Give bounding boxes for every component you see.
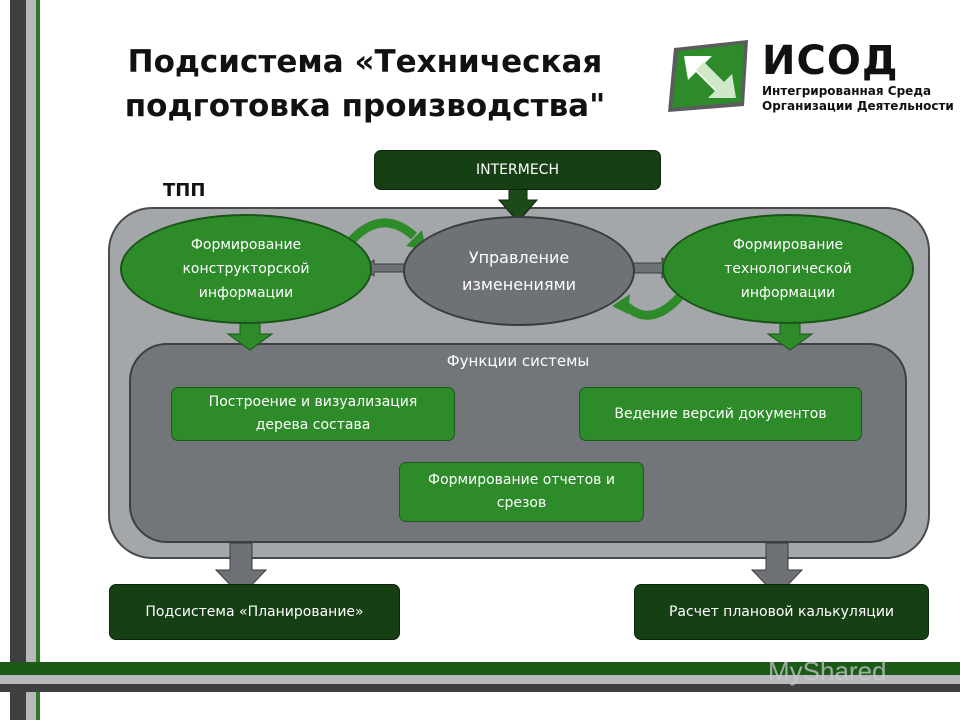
- intermech-box: INTERMECH: [374, 150, 661, 190]
- logo-name: ИСОД: [762, 38, 899, 84]
- logo-subtitle-line1: Интегрированная Среда: [762, 84, 932, 98]
- logo-subtitle: Интегрированная Среда Организации Деятел…: [762, 84, 954, 114]
- output-right-arrow: [750, 542, 804, 597]
- intermech-down-arrow: [497, 187, 539, 223]
- left-stripe-dark: [10, 0, 26, 720]
- right-down-arrow: [766, 321, 814, 351]
- design-info-node: Формирование конструкторской информации: [120, 214, 372, 324]
- function-reports: Формирование отчетов и срезов: [399, 462, 644, 522]
- function-document-versions: Ведение версий документов: [579, 387, 862, 441]
- output-cost-calculation: Расчет плановой калькуляции: [634, 584, 929, 640]
- left-stripe-light: [26, 0, 36, 720]
- logo-arrows-icon: [668, 40, 748, 112]
- output-planning-subsystem: Подсистема «Планирование»: [109, 584, 400, 640]
- tech-info-node: Формирование технологической информации: [662, 214, 914, 324]
- bottom-stripe-dark: [0, 684, 960, 692]
- slide-title: Подсистема «Техническая подготовка произ…: [124, 44, 606, 124]
- output-left-arrow: [214, 542, 268, 597]
- curved-arrow-top: [348, 218, 417, 244]
- change-management-node: Управление изменениями: [403, 216, 635, 326]
- bottom-stripe-light: [0, 675, 960, 684]
- group-label: ТПП: [163, 180, 206, 201]
- left-down-arrow: [226, 321, 274, 351]
- watermark: MyShared: [768, 656, 887, 687]
- functions-title: Функции системы: [446, 352, 590, 370]
- left-stripe-green: [36, 0, 40, 720]
- function-tree-visualization: Построение и визуализация дерева состава: [171, 387, 455, 441]
- curved-arrow-bottom: [618, 291, 686, 320]
- logo: [664, 36, 756, 116]
- watermark-text: MyShared: [768, 656, 887, 686]
- bottom-stripe-green: [0, 662, 960, 675]
- logo-subtitle-line2: Организации Деятельности: [762, 99, 954, 113]
